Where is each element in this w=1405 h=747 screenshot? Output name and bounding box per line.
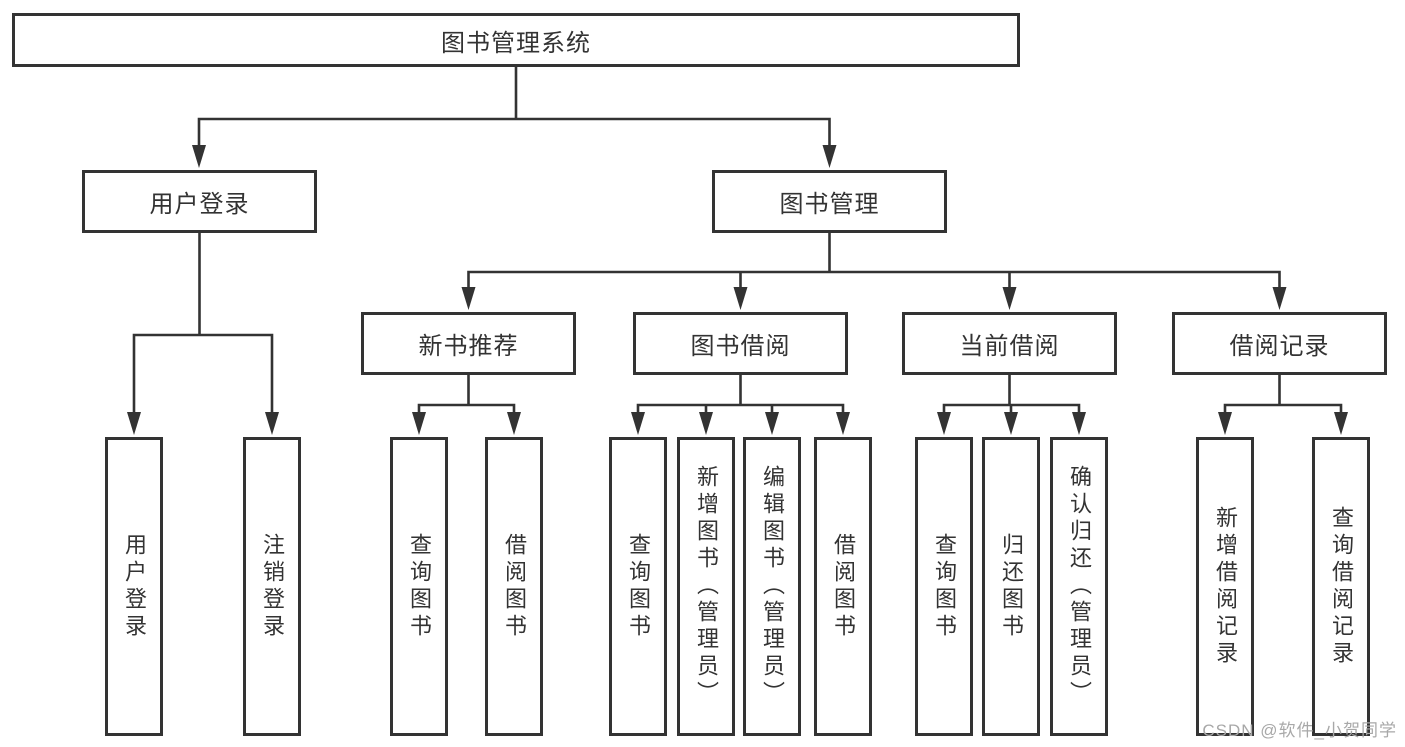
node-root-system: 图书管理系统 — [12, 13, 1020, 67]
leaf-borrow-book-under-borrow: 借阅图书 — [814, 437, 872, 736]
node-current-borrow: 当前借阅 — [902, 312, 1117, 375]
leaf-query-book-under-borrow: 查询图书 — [609, 437, 667, 736]
leaf-query-book-under-current: 查询图书 — [915, 437, 973, 736]
node-book-borrow: 图书借阅 — [633, 312, 848, 375]
node-book-management: 图书管理 — [712, 170, 947, 233]
leaf-edit-book-admin: 编辑图书（管理员） — [743, 437, 801, 736]
leaf-user-login: 用户登录 — [105, 437, 163, 736]
csdn-watermark: CSDN @软件_小贺同学 — [1202, 721, 1397, 740]
leaf-add-borrow-record: 新增借阅记录 — [1196, 437, 1254, 736]
leaf-query-borrow-record: 查询借阅记录 — [1312, 437, 1370, 736]
leaf-borrow-book-under-recommend: 借阅图书 — [485, 437, 543, 736]
node-borrow-record: 借阅记录 — [1172, 312, 1387, 375]
leaf-logout: 注销登录 — [243, 437, 301, 736]
node-new-book-recommend: 新书推荐 — [361, 312, 576, 375]
leaf-return-book: 归还图书 — [982, 437, 1040, 736]
leaf-confirm-return-admin: 确认归还（管理员） — [1050, 437, 1108, 736]
leaf-add-book-admin: 新增图书（管理员） — [677, 437, 735, 736]
node-user-login: 用户登录 — [82, 170, 317, 233]
leaf-query-book-under-recommend: 查询图书 — [390, 437, 448, 736]
